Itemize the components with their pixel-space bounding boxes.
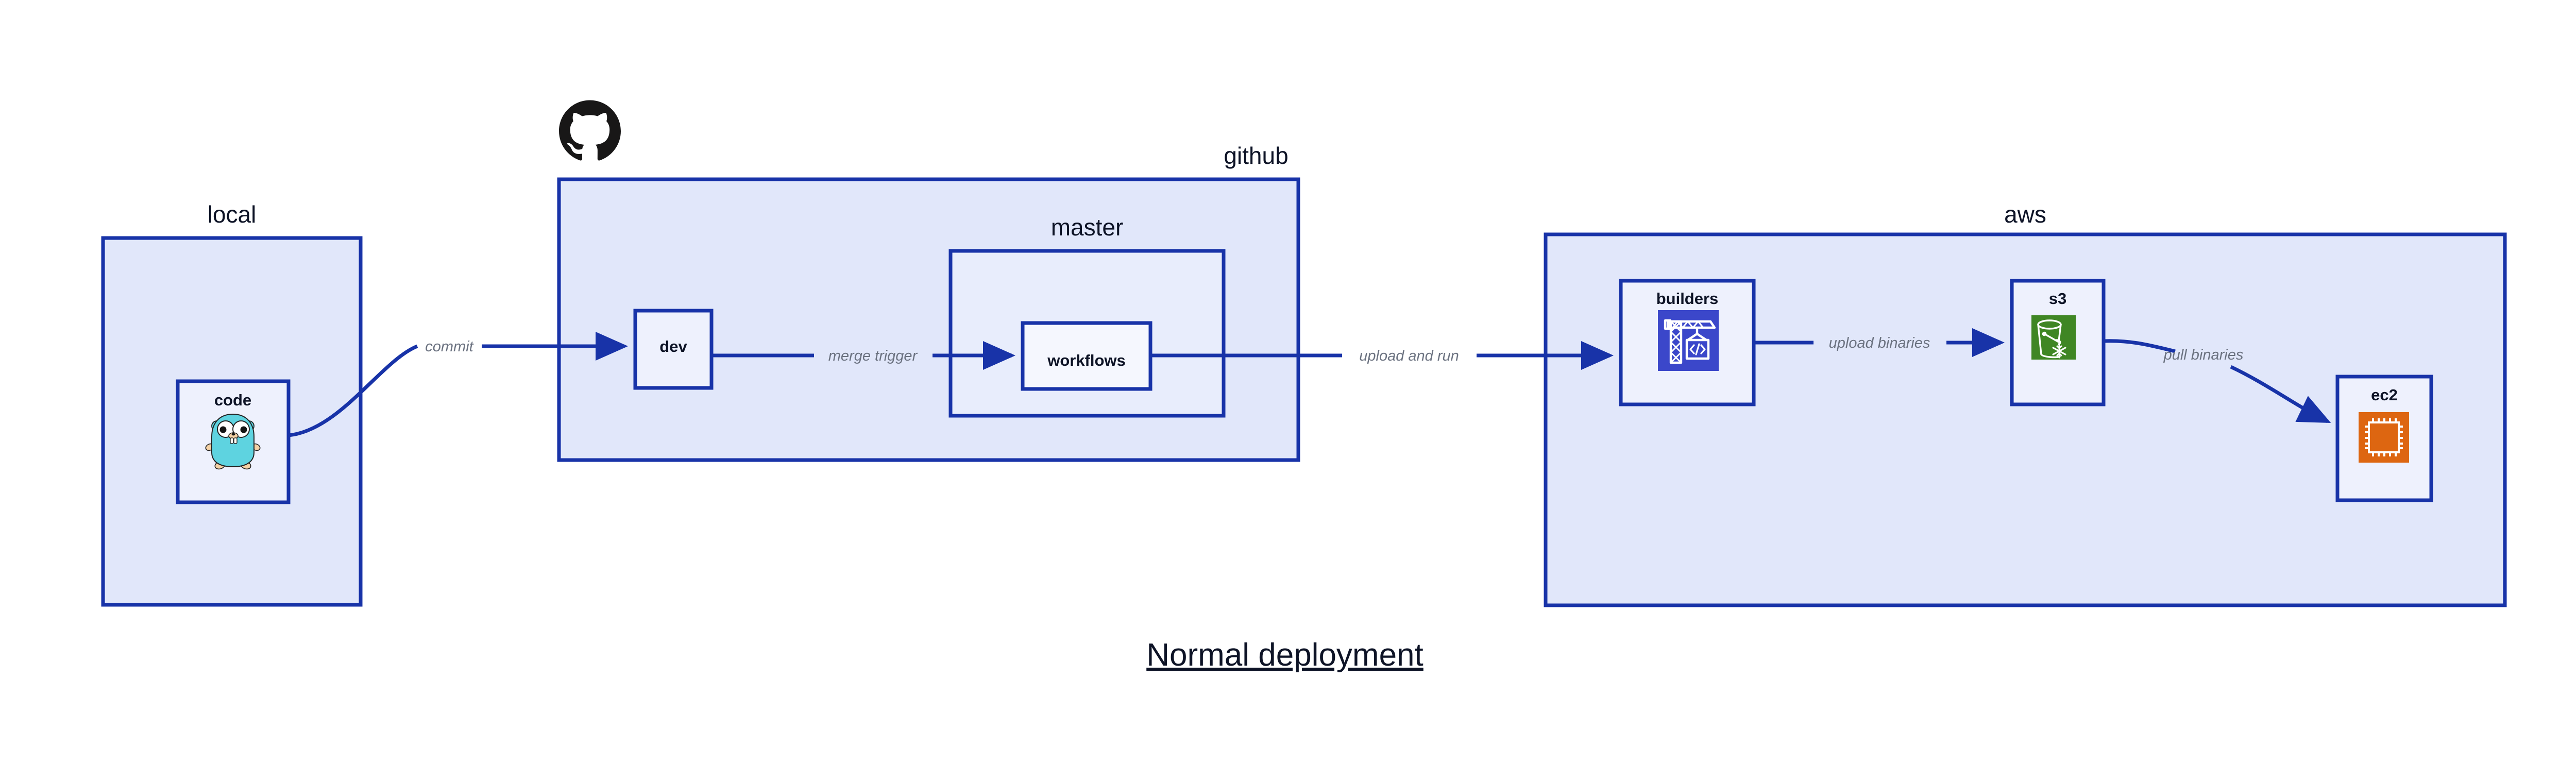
container-aws-label: aws [2004,201,2046,228]
node-code[interactable]: code [176,379,291,504]
edge-upload-and-run: upload and run [1150,341,1614,370]
edge-upload-binaries-label: upload binaries [1829,335,1930,351]
node-builders-label: builders [1656,290,1719,308]
edge-upload-binaries: upload binaries [1754,328,2005,357]
edge-commit-label: commit [425,338,474,355]
node-dev-box[interactable] [633,309,714,390]
node-builders[interactable]: builders [1619,279,1756,406]
edge-pull-binaries-path-left [2103,339,2176,353]
node-workflows[interactable]: workflows [1021,321,1153,391]
node-workflows-box[interactable] [1021,321,1153,391]
node-s3[interactable]: s3 [2010,279,2106,406]
edge-commit-path-left [288,344,418,437]
container-local-label: local [208,201,257,228]
node-ec2-label: ec2 [2371,386,2398,404]
aws-ec2-chip-icon [2359,412,2409,463]
go-gopher-icon [205,413,261,470]
edge-merge-trigger: merge trigger [711,341,1015,370]
container-github-label: github [1224,142,1288,169]
node-dev-label: dev [659,337,687,355]
node-dev[interactable]: dev [633,309,714,390]
node-code-label: code [214,391,251,409]
container-master-label: master [1051,214,1124,241]
edge-pull-binaries-path-right [2230,365,2331,423]
edge-upload-and-run-label: upload and run [1359,348,1459,364]
github-logo-icon [559,100,621,161]
node-s3-label: s3 [2049,290,2066,308]
aws-s3-bucket-icon [2031,315,2076,360]
node-s3-box[interactable] [2010,279,2106,406]
edge-merge-trigger-label: merge trigger [828,348,918,364]
node-ec2[interactable]: ec2 [2335,375,2433,502]
aws-builders-crane-icon [1658,310,1719,371]
node-workflows-label: workflows [1047,351,1126,369]
diagram-title: Normal deployment [1146,637,1423,673]
edge-pull-binaries: pull binaries [2103,339,2331,423]
edge-pull-binaries-label: pull binaries [2163,347,2244,363]
edge-commit: commit [288,332,628,437]
